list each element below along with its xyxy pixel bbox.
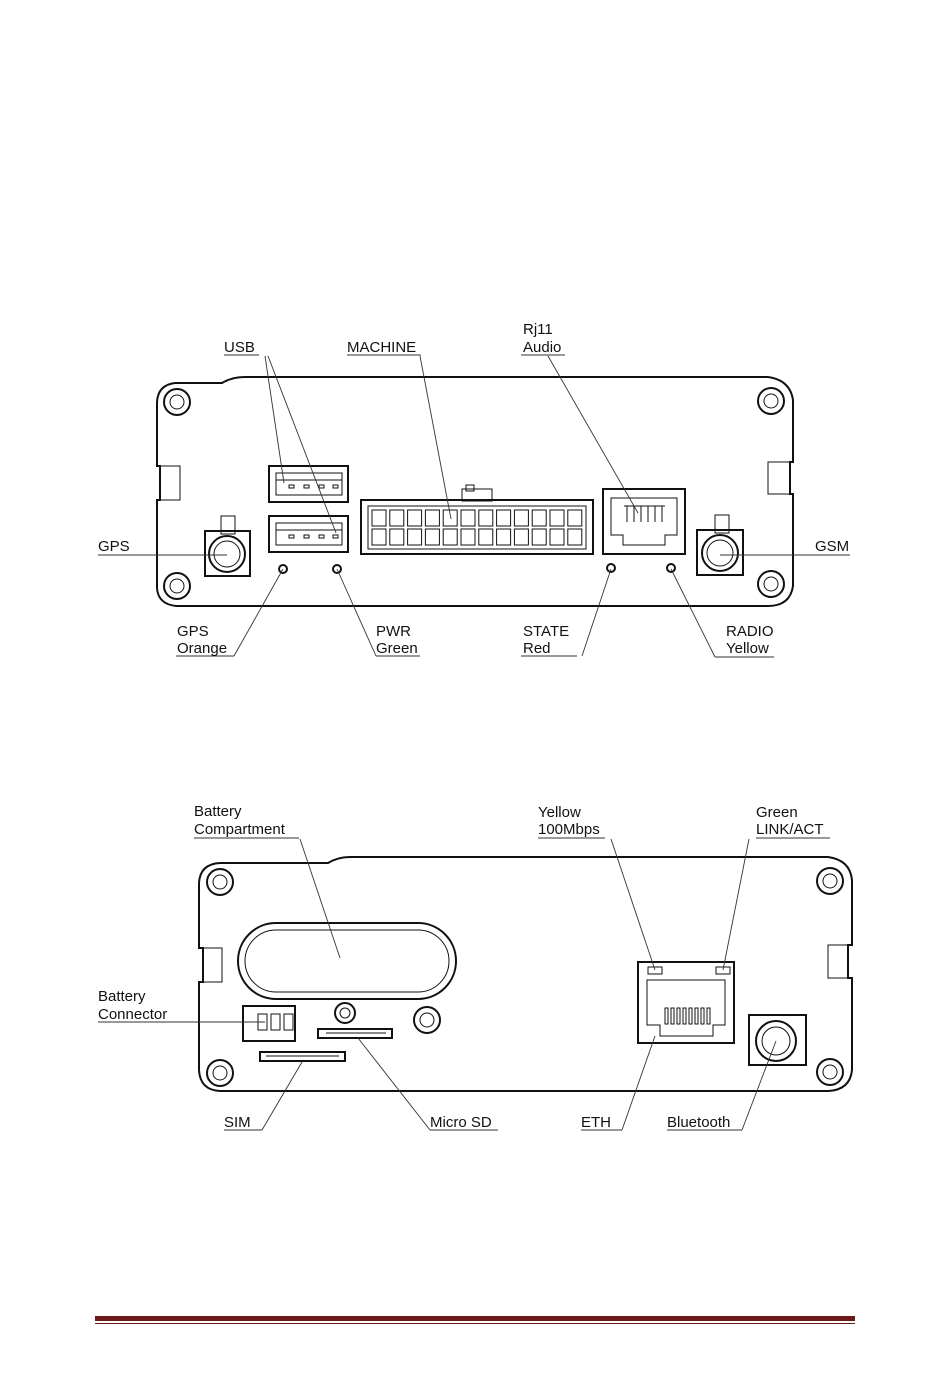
rear-panel: Battery Compartment Yellow 100Mbps Green… [98,803,852,1131]
connector-pin [408,529,422,545]
connector-pin [390,510,404,526]
ethernet-pin [707,1008,710,1024]
green-led-label: Green [756,804,798,821]
connector-pin [497,510,511,526]
radio-led [667,564,675,572]
connector-pin [550,510,564,526]
battery-compartment-label: Battery [194,803,242,820]
battery-connector [243,1006,295,1041]
green-led-function-label: LINK/ACT [756,821,824,838]
machine-connector [361,485,593,554]
footer-rule-thin [95,1323,855,1324]
radio-led-label: RADIO [726,623,774,640]
screw-icon [758,388,784,414]
connector-pin [443,529,457,545]
screw-icon [164,573,190,599]
screw-icon [758,571,784,597]
screw-icon [414,1007,440,1033]
gps-antenna-connector [205,516,250,576]
ethernet-pins [665,1008,710,1024]
usb-port-lower [269,516,348,552]
battery-compartment [238,923,456,999]
battery-connector-label-2: Connector [98,1006,167,1023]
sim-slot [260,1052,345,1061]
connector-pin [532,529,546,545]
screw-icon [164,389,190,415]
battery-connector-label: Battery [98,988,146,1005]
connector-pin [568,510,582,526]
bluetooth-connector [749,1015,806,1065]
pwr-led-color-label: Green [376,640,418,657]
ethernet-pin [689,1008,692,1024]
ethernet-pin [683,1008,686,1024]
gsm-antenna-label: GSM [815,538,849,555]
machine-label: MACHINE [347,339,416,356]
connector-pin [390,529,404,545]
connector-pin [408,510,422,526]
ethernet-pin [665,1008,668,1024]
gps-led-label: GPS [177,623,209,640]
connector-pin [497,529,511,545]
state-led-label: STATE [523,623,569,640]
connector-pin [532,510,546,526]
screw-icon [207,1060,233,1086]
state-led-color-label: Red [523,640,551,657]
ethernet-pin [671,1008,674,1024]
connector-pin [479,510,493,526]
rj11-audio-jack [603,489,685,554]
gsm-antenna-connector [697,515,743,575]
battery-compartment-label-2: Compartment [194,821,286,838]
usb-label: USB [224,339,255,356]
radio-led-color-label: Yellow [726,640,769,657]
yellow-led-speed-label: 100Mbps [538,821,600,838]
usb-port-upper [269,466,348,502]
connector-pin [550,529,564,545]
connector-pin [461,529,475,545]
eth-label: ETH [581,1114,611,1131]
connector-pin [479,529,493,545]
footer-rule [95,1316,855,1321]
yellow-led-label: Yellow [538,804,581,821]
screw-icon [817,868,843,894]
connector-pin [425,510,439,526]
ethernet-port [638,962,734,1043]
sim-label: SIM [224,1114,251,1131]
ethernet-pin [677,1008,680,1024]
reset-button [335,1003,355,1023]
connector-pin [425,529,439,545]
gps-antenna-label: GPS [98,538,130,555]
bluetooth-label: Bluetooth [667,1114,730,1131]
audio-label: Audio [523,339,561,356]
ethernet-pin [695,1008,698,1024]
screw-icon [817,1059,843,1085]
connector-pin [568,529,582,545]
front-panel: USB MACHINE Rj11 Audio GPS GSM GPS Orang… [98,321,850,657]
ethernet-pin [701,1008,704,1024]
micro-sd-slot [318,1029,392,1038]
connector-pin [514,510,528,526]
micro-sd-label: Micro SD [430,1114,492,1131]
connector-pin [372,529,386,545]
connector-pin [372,510,386,526]
connector-pin [461,510,475,526]
pwr-led-label: PWR [376,623,411,640]
state-led [607,564,615,572]
machine-connector-pins [372,510,582,545]
gps-led-color-label: Orange [177,640,227,657]
rj11-label: Rj11 [523,321,553,338]
connector-pin [514,529,528,545]
screw-icon [207,869,233,895]
